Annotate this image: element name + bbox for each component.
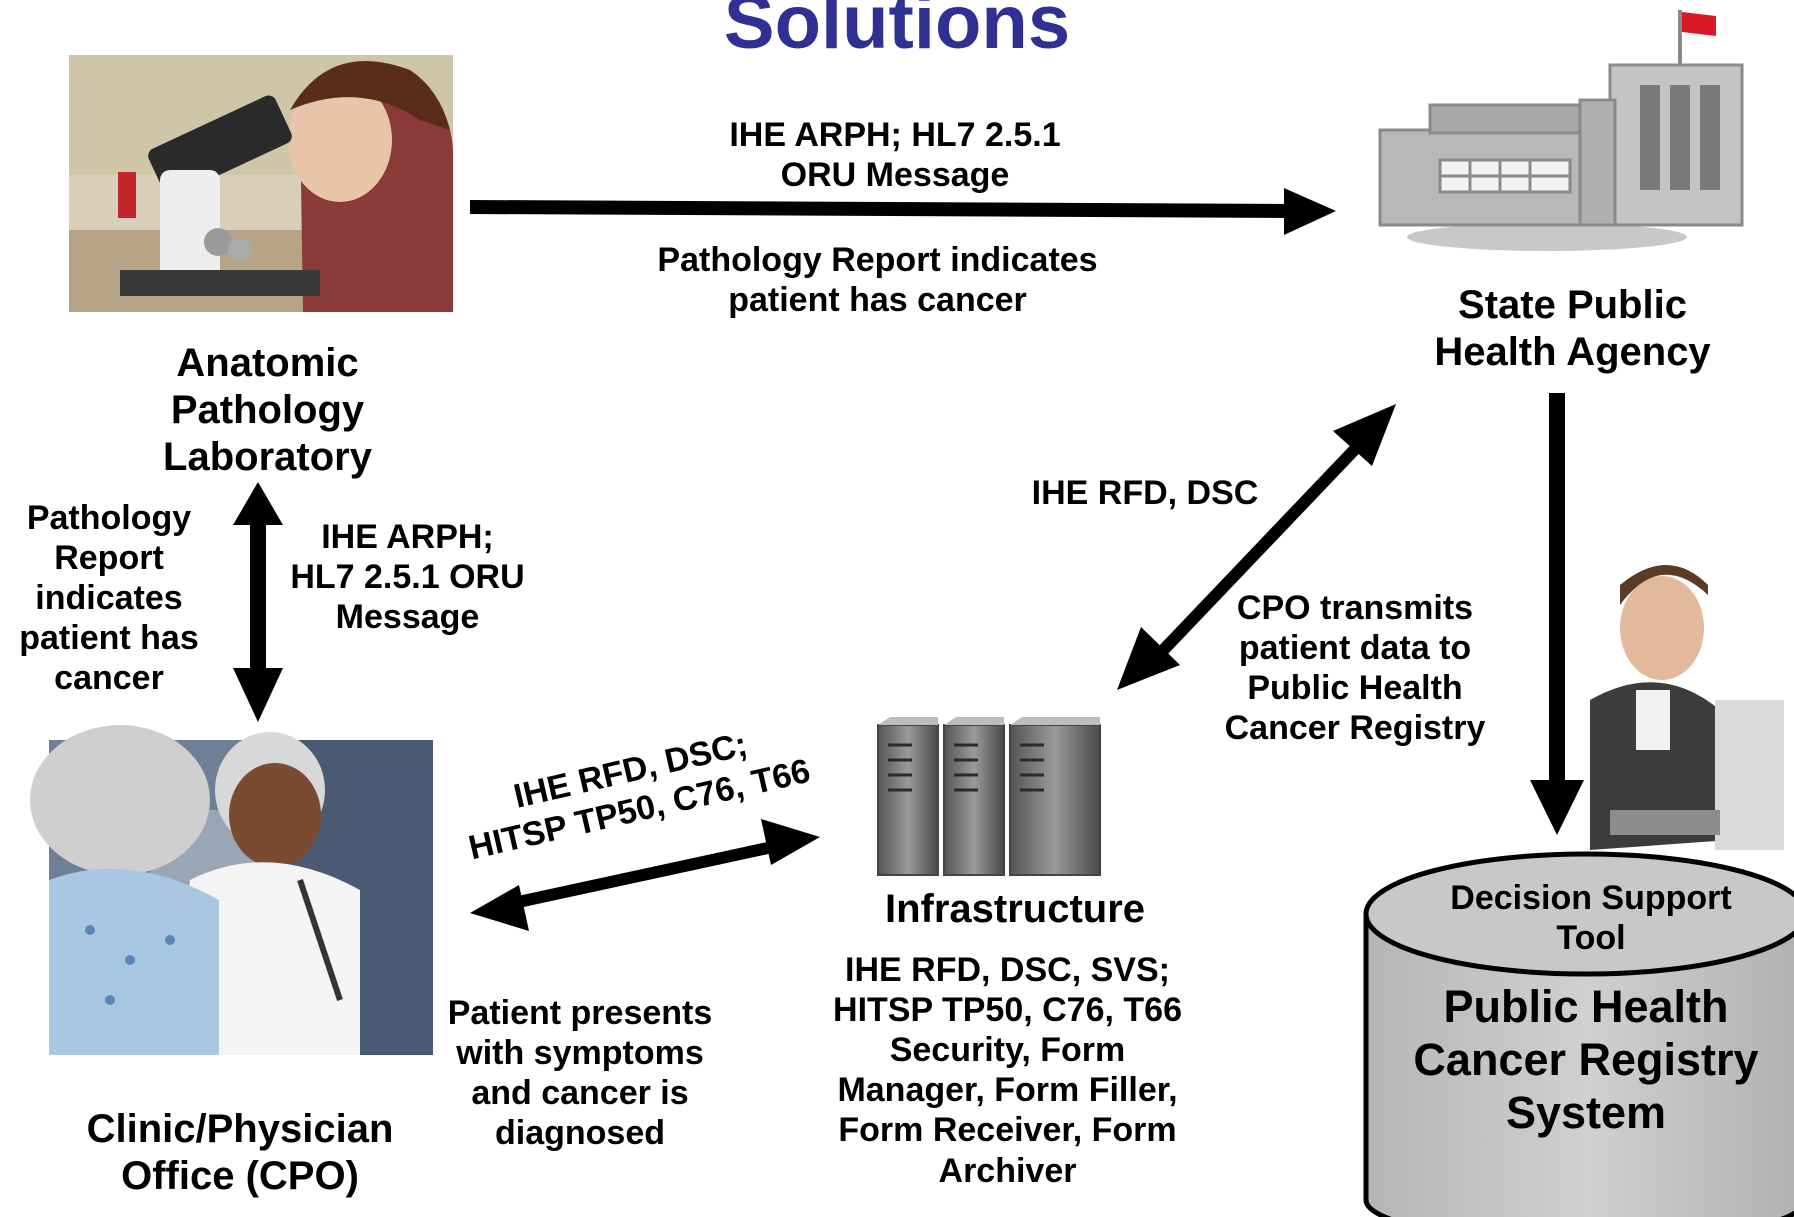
- registry-top-label: Decision Support Tool: [1450, 879, 1732, 958]
- arrows: [233, 188, 1584, 931]
- agency-building-icon: [1378, 10, 1744, 251]
- page-title: Solutions: [723, 0, 1071, 65]
- infrastructure-label: Infrastructure: [884, 887, 1146, 931]
- server-rack-icon: [877, 717, 1101, 876]
- analyst-photo: [1590, 565, 1784, 850]
- lab-agency-edge-note: Pathology Report indicates patient has c…: [657, 241, 1098, 320]
- cpo-photo: [30, 725, 433, 1055]
- infrastructure-details: IHE RFD, DSC, SVS; HITSP TP50, C76, T66 …: [833, 951, 1182, 1190]
- lab-cpo-edge-label: IHE ARPH; HL7 2.5.1 ORU Message: [290, 518, 525, 637]
- registry-main-label: Public Health Cancer Registry System: [1413, 981, 1759, 1139]
- infra-agency-edge-label: IHE RFD, DSC: [1031, 474, 1259, 512]
- registry-cylinder: [1363, 851, 1794, 1217]
- agency-label: State Public Health Agency: [1434, 283, 1711, 375]
- cpo-diagnosis-note: Patient presents with symptoms and cance…: [447, 994, 713, 1153]
- lab-photo: [69, 55, 453, 312]
- lab-agency-edge-label: IHE ARPH; HL7 2.5.1 ORU Message: [729, 116, 1061, 195]
- infra-agency-edge-note: CPO transmits patient data to Public Hea…: [1224, 589, 1486, 748]
- lab-cpo-edge-note: Pathology Report indicates patient has c…: [19, 499, 199, 698]
- cpo-label: Clinic/Physician Office (CPO): [86, 1107, 394, 1199]
- lab-label: Anatomic Pathology Laboratory: [163, 341, 372, 480]
